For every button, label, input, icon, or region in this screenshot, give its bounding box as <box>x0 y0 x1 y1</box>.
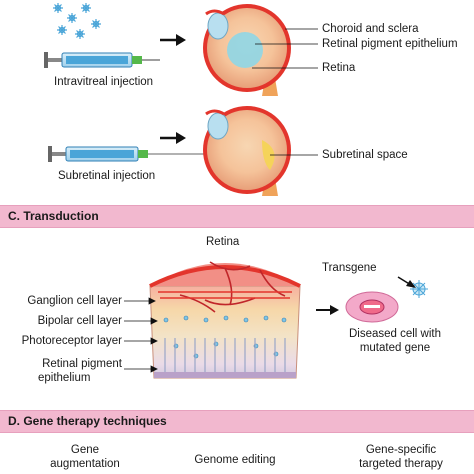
syringe-intravitreal-icon <box>44 52 160 68</box>
arrow-right-icon <box>316 305 339 315</box>
rpe-label: Retinal pigment epithelium <box>322 38 458 50</box>
transgene-label: Transgene <box>322 262 377 274</box>
section-d-title: D. Gene therapy techniques <box>8 414 167 428</box>
diseased-cell-label-line1: Diseased cell with <box>348 328 442 340</box>
layer-pointers <box>124 297 158 373</box>
vector-particles-icon <box>53 3 101 39</box>
rpe-layer-label-line2: epithelium <box>38 372 91 384</box>
section-d-header: D. Gene therapy techniques <box>0 410 474 433</box>
choroid-sclera-label: Choroid and sclera <box>322 23 419 35</box>
diseased-cell-icon <box>345 291 399 323</box>
section-c-header: C. Transduction <box>0 205 474 228</box>
eye-subretinal-icon <box>203 106 291 196</box>
transgene-vector-icon <box>410 280 428 298</box>
technique-3-line1: Gene-specific <box>365 444 437 456</box>
technique-1-line2: augmentation <box>50 458 120 470</box>
bipolar-layer-label: Bipolar cell layer <box>37 315 122 327</box>
leader-lines-eye1 <box>252 28 318 69</box>
intravitreal-injection-label: Intravitreal injection <box>54 76 154 88</box>
technique-3-line2: targeted therapy <box>359 458 443 470</box>
syringe-subretinal-icon <box>48 146 258 162</box>
retina-label: Retina <box>322 62 356 74</box>
eye-intravitreal-icon <box>203 4 291 96</box>
section-c-title: C. Transduction <box>8 209 99 223</box>
technique-1-line1: Gene <box>70 444 100 456</box>
arrow-transgene-icon <box>397 276 416 288</box>
retina-title: Retina <box>206 236 240 248</box>
subretinal-injection-label: Subretinal injection <box>58 170 156 182</box>
ganglion-layer-label: Ganglion cell layer <box>27 295 122 307</box>
diseased-cell-label-line2: mutated gene <box>359 342 431 354</box>
subretinal-space-label: Subretinal space <box>322 149 408 161</box>
arrow-right-icon <box>160 34 186 46</box>
retina-cross-section <box>149 261 301 379</box>
rpe-layer-label-line1: Retinal pigment <box>42 358 122 370</box>
arrow-right-icon <box>160 132 186 144</box>
technique-2-line1: Genome editing <box>194 454 276 466</box>
photoreceptor-layer-label: Photoreceptor layer <box>21 335 122 347</box>
